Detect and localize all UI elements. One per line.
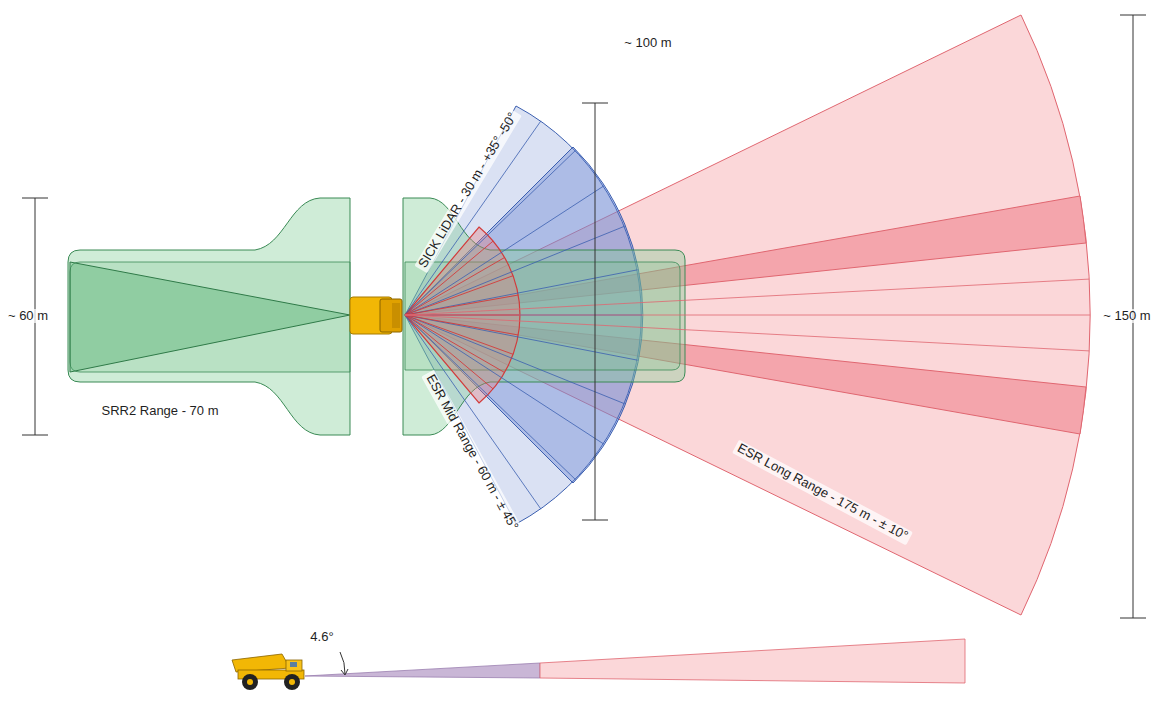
beam-line [405,315,1090,316]
beam-line [405,315,505,373]
beam-line [405,315,576,480]
dimension-label: SRR2 Range - 70 m [98,404,221,419]
dimension-label: 4.6° [307,630,336,645]
side-view-far-beam [540,639,965,683]
dimension-label: ~ 100 m [621,36,674,51]
beam-line [405,270,638,315]
angle-marker [340,652,348,675]
beam-line [405,279,1089,315]
beam-line [405,121,541,315]
truck-top-view [350,297,402,334]
beam-line [405,315,513,354]
dimension-brackets [22,15,1146,618]
beam-line [405,315,1089,351]
truck-side-view [232,654,304,690]
dimension-label: ~ 60 m [5,309,51,324]
srr2-rear-beam [70,262,350,372]
beam-line [405,276,513,315]
dimension-label: ~ 150 m [1100,309,1153,324]
beam-line [405,315,541,509]
srr2-rear-zone [68,198,350,435]
long-range-fan [405,15,1090,615]
beam-line [405,241,493,315]
beam-line [405,315,493,389]
beam-line [405,150,576,315]
srr2-rear-inner [70,262,350,372]
side-view-near-beam [305,663,540,678]
